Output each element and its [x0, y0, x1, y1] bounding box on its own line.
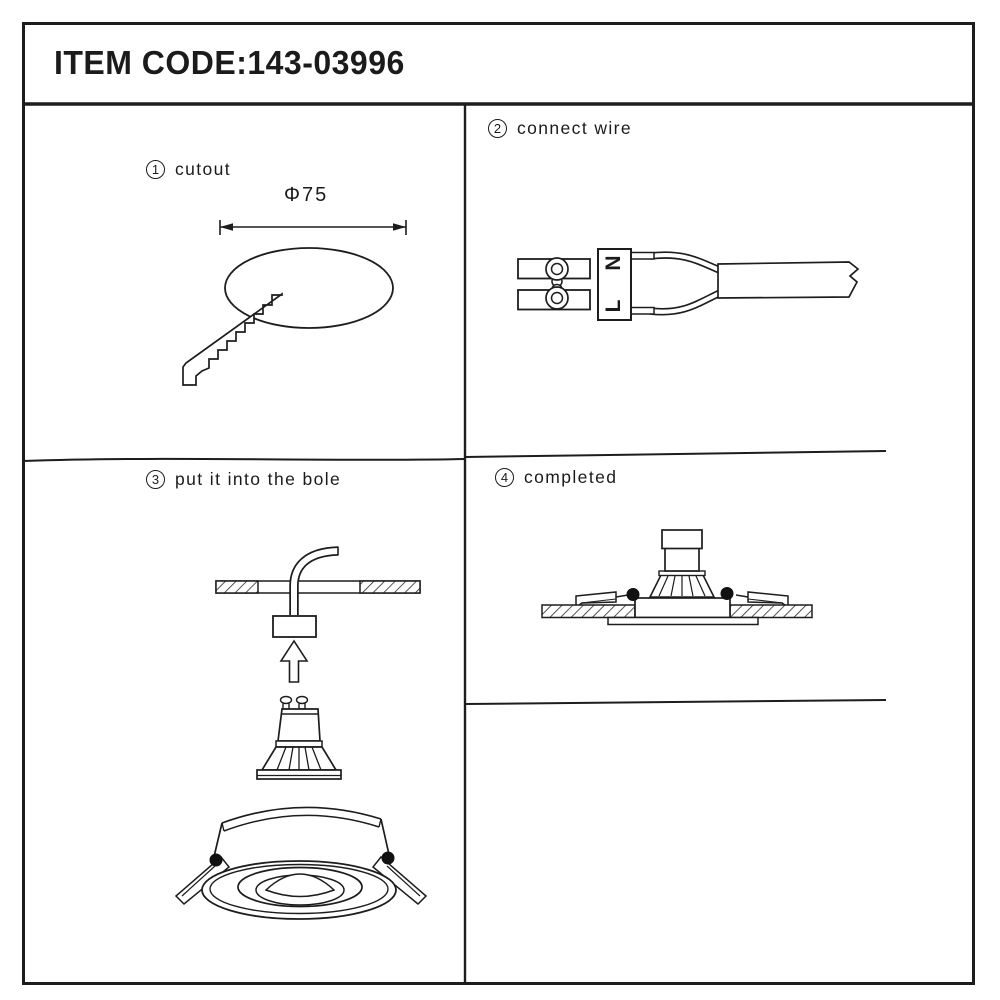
- installed-bulb: [648, 529, 716, 598]
- step-1-number: 1: [146, 160, 165, 179]
- saw-illustration: [182, 292, 283, 386]
- step-4-number: 4: [495, 468, 514, 487]
- connect-wire-drawing: [517, 248, 860, 321]
- screw-terminals: [517, 257, 591, 311]
- step-3-label: put it into the bole: [175, 469, 342, 489]
- spring-clip-left: [174, 855, 231, 906]
- step-4-header: 4 completed: [495, 467, 617, 488]
- insert-arrow-icon: [279, 639, 309, 683]
- ceiling-cross-section: [541, 604, 813, 619]
- right-top-divider: [464, 450, 887, 458]
- sheet-frame: [22, 22, 975, 985]
- trim-ring: [607, 616, 759, 626]
- step-3-number: 3: [146, 470, 165, 489]
- step-3-header: 3 put it into the bole: [146, 469, 341, 490]
- mains-cable: [717, 261, 860, 299]
- step-1-header: 1 cutout: [146, 159, 231, 180]
- spring-clip-right: [371, 855, 428, 906]
- left-row-divider: [22, 457, 466, 462]
- hole-ellipse: [224, 247, 394, 329]
- step-2-label: connect wire: [517, 118, 633, 138]
- pivot-right: [720, 587, 734, 600]
- step-2-header: 2 connect wire: [488, 118, 632, 139]
- insertion-drawing: [174, 546, 428, 920]
- fixture-body: [634, 597, 731, 619]
- step-4-label: completed: [524, 467, 618, 487]
- gu10-bulb: [256, 695, 342, 780]
- dimension-arrow: [219, 220, 407, 235]
- step-1-label: cutout: [175, 159, 232, 179]
- terminal-pin-bottom: [630, 306, 655, 315]
- step-2-number: 2: [488, 119, 507, 138]
- terminal-pin-top: [630, 251, 655, 260]
- terminal-neutral-label: N: [602, 255, 625, 271]
- ceiling-cross-section: [215, 580, 421, 594]
- lamp-wires: [649, 251, 726, 316]
- terminal-live-label: L: [602, 299, 625, 313]
- cutout-drawing: [182, 220, 407, 386]
- terminal-block: [597, 248, 632, 321]
- cutout-diameter-label: Φ75: [284, 184, 329, 206]
- pivot-left: [209, 853, 223, 867]
- pivot-right: [381, 851, 395, 865]
- supply-wire: [289, 546, 339, 615]
- downlight-fixture: [174, 806, 428, 920]
- page-title: ITEM CODE:143-03996: [54, 44, 405, 81]
- pivot-left: [626, 588, 640, 601]
- right-bottom-divider: [464, 699, 887, 705]
- connector-box: [272, 615, 317, 638]
- completed-drawing: [541, 529, 813, 626]
- lamp-dome: [264, 873, 336, 898]
